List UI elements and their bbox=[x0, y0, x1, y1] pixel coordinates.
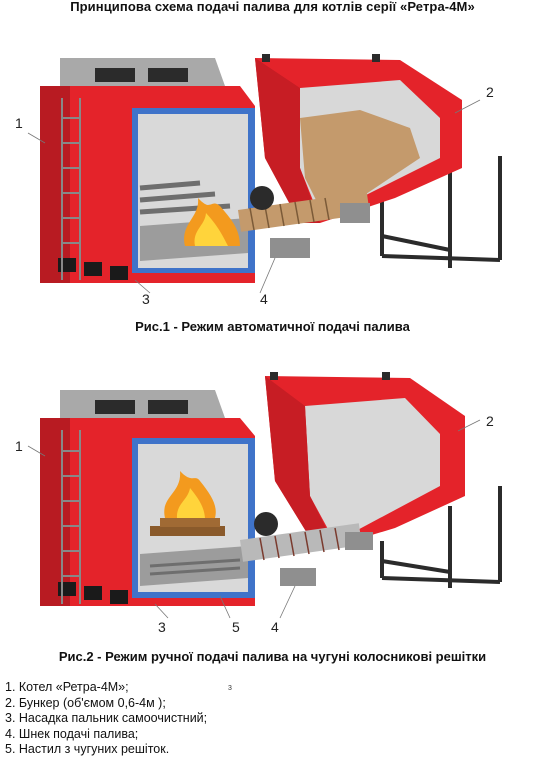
burner-flame-icon bbox=[184, 198, 240, 246]
feed-motor bbox=[345, 532, 373, 550]
pellet-fuel bbox=[300, 110, 420, 218]
fan-icon bbox=[250, 186, 274, 210]
fan-icon bbox=[254, 512, 278, 536]
legend-item: 1. Котел «Ретра-4М»; bbox=[5, 680, 129, 694]
hopper-bunker bbox=[255, 54, 462, 223]
combustion-chamber-cutaway bbox=[132, 108, 255, 273]
fuel-auger bbox=[238, 186, 370, 258]
combustion-chamber-cutaway bbox=[132, 438, 255, 598]
figure-2-caption: Рис.2 - Режим ручної подачі палива на чу… bbox=[58, 649, 487, 664]
hopper-stand bbox=[380, 156, 502, 268]
legend-item: 4. Шнек подачі палива; bbox=[5, 726, 139, 741]
auger-motor bbox=[280, 568, 316, 586]
wood-fire-flame-icon bbox=[150, 471, 225, 536]
figure-2-manual-feed: 1 2 3 5 4 bbox=[0, 356, 545, 674]
page-title: Принципова схема подачі палива для котлі… bbox=[70, 0, 475, 14]
legend-list: 1. Котел «Ретра-4М»; 2. Бункер (об'ємом … bbox=[5, 680, 540, 758]
cast-iron-grates bbox=[149, 558, 241, 576]
figure-1-diagram bbox=[27, 54, 502, 294]
figure-2-diagram bbox=[27, 372, 502, 619]
figure-1-automatic-feed: 1 2 3 4 bbox=[0, 18, 545, 348]
boiler-top-cover bbox=[60, 390, 225, 418]
stray-superscript-mark: 3 bbox=[228, 685, 232, 692]
figure-1-caption: Рис.1 - Режим автоматичної подачі палива bbox=[135, 319, 410, 334]
legend-item: 3. Насадка пальник самоочистний; bbox=[5, 711, 208, 725]
fuel-auger bbox=[240, 512, 373, 586]
legend-item: 2. Бункер (об'ємом 0,6-4м ); bbox=[5, 695, 166, 710]
auger-motor bbox=[270, 238, 310, 258]
hopper-bunker bbox=[265, 372, 465, 546]
hopper-stand bbox=[380, 486, 502, 588]
boiler-top-cover bbox=[60, 58, 225, 86]
feed-motor bbox=[340, 203, 370, 223]
legend-item: 5. Настил з чугуних решіток. bbox=[5, 742, 170, 756]
